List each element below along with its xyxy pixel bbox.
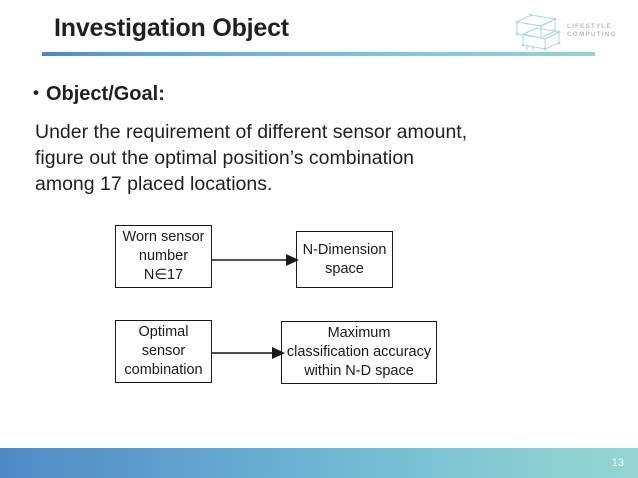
lifestyle-computing-logo: LIFESTYLE COMPUTING	[511, 12, 623, 52]
diagram-box-ndimension-space-line-2: space	[325, 260, 364, 277]
diagram-box-optimal-combination: Optimal sensor combination	[115, 320, 212, 383]
diagram-box-maximum-accuracy-line-1: Maximum	[327, 325, 391, 341]
diagram-box-maximum-accuracy-line-3: within N-D space	[304, 363, 414, 379]
logo-wordmark-line-2: COMPUTING	[567, 31, 617, 39]
logo-wordmark: LIFESTYLE COMPUTING	[567, 23, 617, 39]
bullet-heading-label: Object/Goal:	[45, 83, 165, 105]
diagram-box-worn-sensor-line-3: N∈17	[143, 267, 184, 283]
bullet-dot-icon: •	[33, 83, 39, 102]
diagram-arrow-one-icon	[212, 254, 299, 266]
bullet-heading: • Object/Goal:	[33, 83, 165, 106]
diagram-box-worn-sensor-line-1: Worn sensor	[122, 229, 205, 245]
diagram-box-worn-sensor-text: Worn sensor number N∈17	[123, 228, 205, 285]
page-title: Investigation Object	[54, 14, 289, 42]
logo-wordmark-line-1: LIFESTYLE	[567, 23, 612, 30]
diagram-box-optimal-combination-text: Optimal sensor combination	[124, 323, 202, 380]
diagram-box-worn-sensor: Worn sensor number N∈17	[115, 225, 212, 288]
body-paragraph: Under the requirement of different senso…	[35, 119, 595, 197]
diagram-box-maximum-accuracy-text: Maximum classification accuracy within N…	[287, 324, 431, 381]
body-paragraph-line-3: among 17 placed locations.	[35, 173, 273, 195]
page-number: 13	[611, 457, 624, 469]
diagram-box-ndimension-space: N-Dimension space	[296, 231, 393, 288]
body-paragraph-line-2: figure out the optimal position’s combin…	[35, 147, 415, 169]
diagram-box-maximum-accuracy: Maximum classification accuracy within N…	[281, 321, 437, 384]
logo-cube-icon	[515, 13, 561, 51]
diagram-box-optimal-combination-line-3: combination	[124, 362, 203, 378]
diagram-box-ndimension-space-text: N-Dimension space	[303, 241, 387, 279]
diagram-box-maximum-accuracy-line-2: classification accuracy	[286, 344, 432, 360]
diagram-box-ndimension-space-line-1: N-Dimension	[302, 241, 387, 258]
diagram-box-optimal-combination-line-1: Optimal	[138, 324, 189, 340]
body-paragraph-line-1: Under the requirement of different senso…	[35, 121, 468, 143]
diagram-arrow-two-icon	[212, 347, 285, 359]
diagram-box-worn-sensor-line-2: number	[138, 248, 189, 264]
footer-bar	[0, 448, 638, 478]
header-divider-rule	[42, 52, 595, 56]
diagram-box-optimal-combination-line-2: sensor	[141, 343, 186, 359]
